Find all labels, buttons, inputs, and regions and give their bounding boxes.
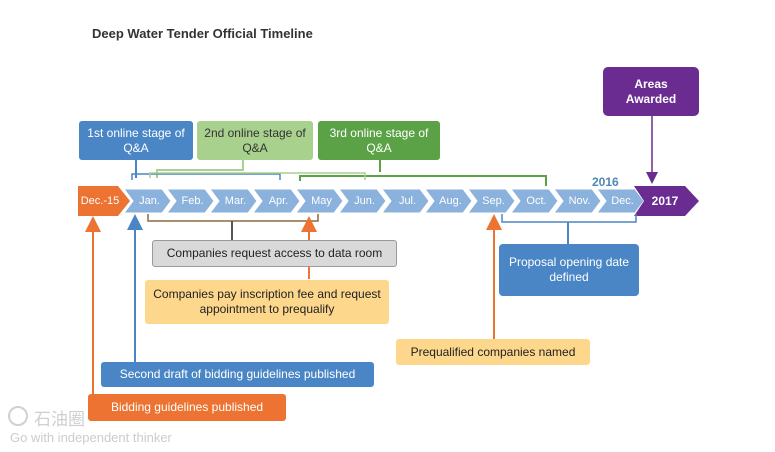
- start-month-label: Dec.-15: [80, 195, 120, 207]
- month-label: Dec.: [611, 195, 634, 207]
- month-chevron: [596, 188, 645, 214]
- month-chevron: [338, 188, 387, 214]
- proposal-opening-box: Proposal opening date defined: [499, 244, 639, 296]
- proposal-bracket: [501, 214, 637, 223]
- month-label: Oct.: [526, 195, 547, 207]
- watermark-logo-icon: [8, 406, 28, 426]
- third-online-stage-label: 3rd online stage of Q&A: [329, 125, 429, 155]
- third-online-stage-box: 3rd online stage of Q&A: [318, 121, 440, 160]
- prequalified-label: Prequalified companies named: [410, 344, 576, 359]
- month-chevron: [252, 188, 301, 214]
- month-label: Apr.: [268, 195, 289, 207]
- month-label: Aug.: [439, 195, 462, 207]
- year-2016-label: 2016: [592, 175, 619, 189]
- end-year-label: 2017: [651, 193, 679, 208]
- prequalified-box: Prequalified companies named: [396, 339, 590, 365]
- third-stage-connector: [299, 160, 547, 186]
- month-label: Jun.: [354, 195, 375, 207]
- first-online-stage-label: 1st online stage of Q&A: [87, 125, 185, 155]
- guidelines-published-box: Bidding guidelines published: [88, 394, 286, 421]
- page-title: Deep Water Tender Official Timeline: [92, 26, 313, 41]
- month-chevron: [295, 188, 344, 214]
- data-room-bracket: [147, 214, 319, 222]
- month-chevron: [123, 188, 172, 214]
- inscription-fee-box: Companies pay inscription fee and reques…: [145, 280, 389, 324]
- month-chevron: [467, 188, 516, 214]
- month-chevron: [424, 188, 473, 214]
- month-chevron: [510, 188, 559, 214]
- first-online-stage-box: 1st online stage of Q&A: [79, 121, 193, 160]
- proposal-opening-label: Proposal opening date defined: [508, 255, 630, 284]
- first-stage-bracket: [131, 173, 281, 180]
- data-room-box: Companies request access to data room: [152, 240, 397, 267]
- month-chevron: [209, 188, 258, 214]
- areas-awarded-box: Areas Awarded: [603, 67, 699, 116]
- month-chevrons: [123, 188, 645, 214]
- areas-awarded-label: Areas Awarded: [625, 76, 677, 106]
- watermark-english: Go with independent thinker: [10, 430, 172, 445]
- inscription-fee-label: Companies pay inscription fee and reques…: [153, 287, 381, 316]
- start-month-shape: [78, 186, 130, 216]
- data-room-label: Companies request access to data room: [166, 246, 383, 260]
- month-label: Feb.: [181, 195, 204, 207]
- watermark-chinese: 石油圈: [34, 410, 85, 429]
- month-label: May: [311, 195, 332, 207]
- month-chevron: [166, 188, 215, 214]
- second-online-stage-label: 2nd online stage of Q&A: [204, 125, 306, 155]
- end-year-shape: [634, 186, 699, 216]
- month-label: Nov.: [568, 195, 591, 207]
- month-label: Jul.: [398, 195, 417, 207]
- month-label: Jan.: [139, 195, 160, 207]
- month-chevron: [381, 188, 430, 214]
- second-draft-box: Second draft of bidding guidelines publi…: [101, 362, 374, 387]
- month-label: Sep.: [482, 195, 505, 207]
- second-online-stage-box: 2nd online stage of Q&A: [197, 121, 313, 160]
- month-chevron: [553, 188, 602, 214]
- second-stage-bracket: [149, 172, 366, 180]
- guidelines-published-label: Bidding guidelines published: [110, 400, 264, 414]
- second-stage-connector: [156, 160, 244, 178]
- second-draft-label: Second draft of bidding guidelines publi…: [119, 367, 356, 381]
- month-label: Mar.: [224, 195, 247, 207]
